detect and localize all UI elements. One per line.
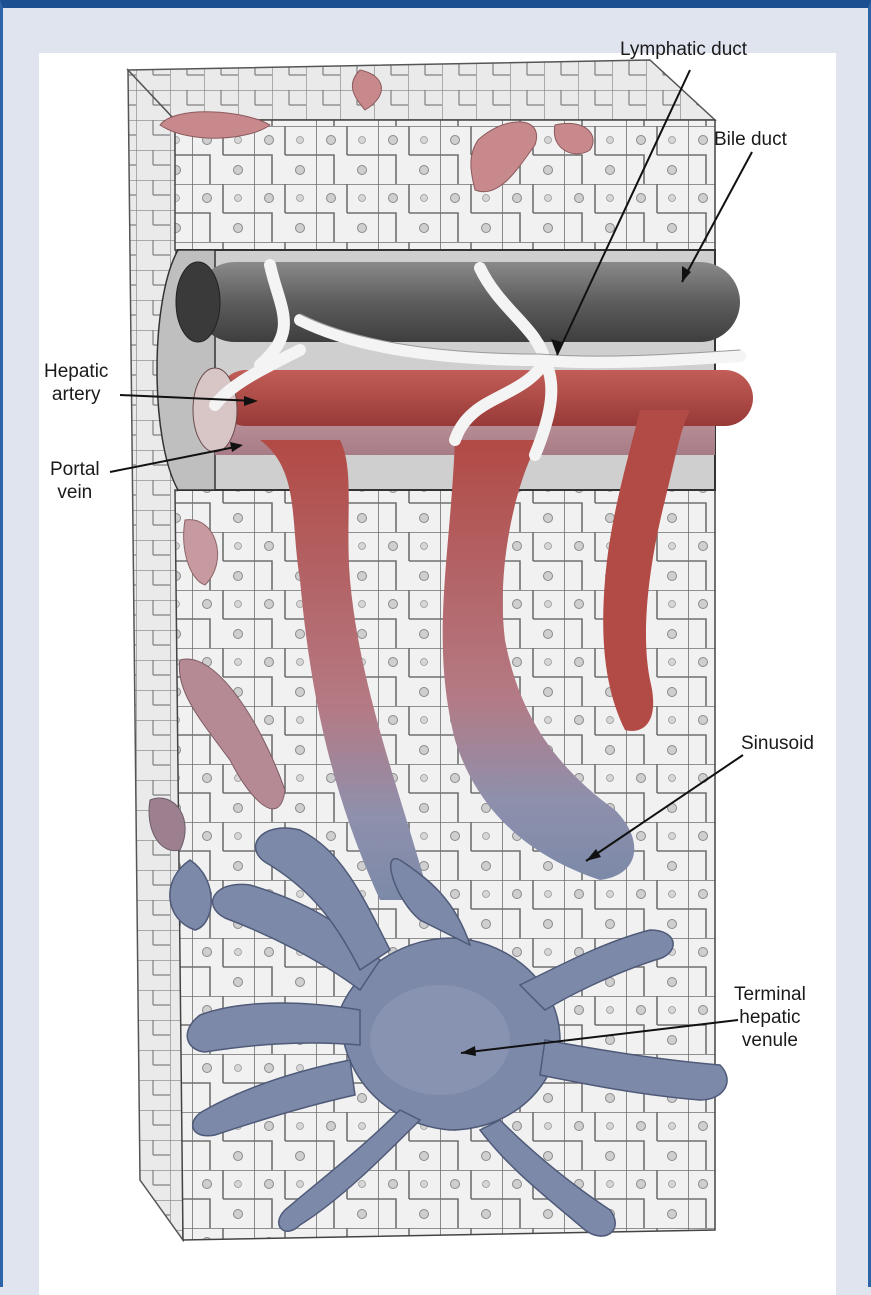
label-lymphatic-duct: Lymphatic duct <box>620 38 747 61</box>
label-terminal-hepatic-venule: Terminal hepatic venule <box>734 983 806 1052</box>
label-sinusoid: Sinusoid <box>741 732 814 755</box>
label-hepatic-artery: Hepatic artery <box>44 360 108 406</box>
venule-hub-highlight <box>370 985 510 1095</box>
front-face-upper <box>175 120 715 250</box>
block-top-face <box>128 60 715 120</box>
bile-duct-end <box>176 262 220 342</box>
label-portal-vein: Portal vein <box>50 458 100 504</box>
label-bile-duct: Bile duct <box>714 128 787 151</box>
